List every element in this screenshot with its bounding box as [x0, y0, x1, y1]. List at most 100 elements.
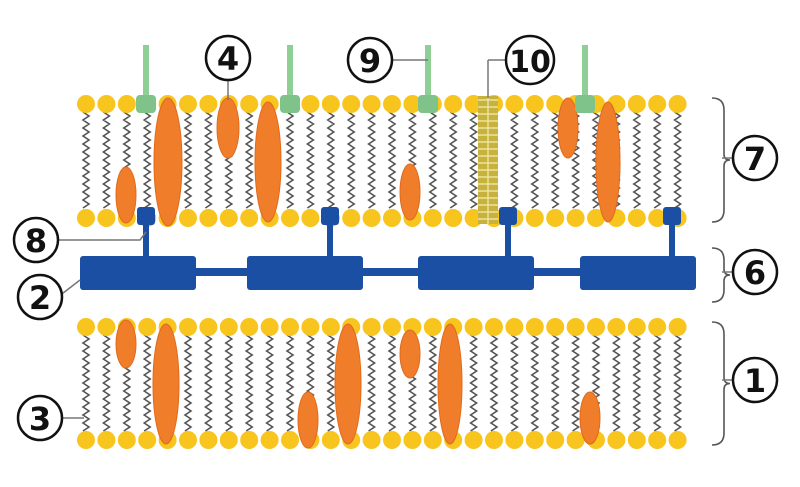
middle-wall-structure: [80, 207, 696, 290]
lipid-tail: [367, 334, 377, 432]
lipid-head: [423, 431, 442, 449]
lipid-head: [525, 431, 544, 449]
brace: [711, 97, 731, 223]
channel-protein: [478, 96, 498, 224]
lipid-tail: [305, 111, 315, 209]
lipid-tail: [346, 111, 356, 209]
lipid-head: [587, 318, 605, 336]
glycolipid-stalk: [425, 45, 431, 103]
lipid-head: [97, 95, 116, 113]
membrane-protein: [152, 323, 180, 445]
wall-block: [247, 256, 363, 290]
lipid-head: [240, 95, 259, 113]
lipid-head: [260, 318, 279, 336]
wall-anchor: [137, 207, 155, 225]
lipid-tail: [142, 334, 152, 432]
membrane-protein: [334, 323, 362, 445]
membrane-protein: [399, 163, 421, 221]
lipid-tail: [673, 334, 683, 432]
membrane-protein: [595, 101, 621, 223]
lipid-tail: [203, 334, 213, 432]
lipid-head: [566, 209, 585, 227]
glycolipid-stalk: [143, 45, 149, 103]
lipid-tail: [591, 111, 601, 209]
lipid-tail: [265, 334, 275, 432]
lipid-head: [219, 209, 238, 227]
wall-anchor: [321, 207, 339, 225]
lipid-head: [668, 431, 687, 449]
lipid-tail: [244, 111, 254, 209]
lipid-tail: [550, 334, 560, 432]
label-6: 6: [722, 248, 779, 296]
membrane-protein: [399, 329, 421, 379]
label-4: 4: [204, 34, 252, 100]
upper-bilayer-tails: [81, 111, 683, 209]
glycolipid-stalk: [287, 45, 293, 103]
lipid-head: [627, 431, 646, 449]
lipid-head: [546, 318, 565, 336]
lipid-tail: [652, 334, 662, 432]
label-10-text: 10: [509, 45, 551, 80]
lipid-tail: [203, 111, 213, 209]
lipid-tail: [101, 334, 111, 432]
lipid-tail: [224, 334, 234, 432]
label-2-text: 2: [29, 279, 51, 317]
lipid-head: [117, 431, 136, 449]
label-2: 2: [16, 273, 81, 321]
lipid-tail: [142, 111, 152, 209]
lipid-head: [362, 318, 381, 336]
label-1: 1: [722, 356, 779, 404]
lipid-head: [321, 95, 340, 113]
lipid-tail: [101, 111, 111, 209]
wall-stalk: [505, 218, 511, 260]
lipid-head: [383, 431, 401, 449]
wall-stalk: [669, 218, 675, 260]
lipid-head: [199, 318, 218, 336]
lipid-head: [362, 95, 381, 113]
wall-stalk: [143, 218, 149, 260]
lipid-tail: [489, 334, 499, 432]
lipid-head: [648, 95, 667, 113]
lipid-head: [403, 95, 422, 113]
label-3: 3: [16, 394, 84, 442]
lipid-head: [668, 95, 687, 113]
lipid-tail: [285, 334, 295, 432]
lipid-head: [301, 95, 320, 113]
lipid-head: [627, 318, 646, 336]
lipid-head: [97, 431, 116, 449]
lipid-tail: [285, 111, 295, 209]
brace: [711, 321, 731, 446]
label-3-text: 3: [29, 400, 51, 438]
lipid-head: [525, 209, 544, 227]
membrane-protein: [297, 391, 319, 449]
wall-block: [80, 256, 196, 290]
lipid-head: [607, 318, 626, 336]
number-labels: 1 2 3 4 6 7 8: [12, 34, 779, 442]
label-6-text: 6: [744, 254, 766, 292]
lipid-head: [505, 318, 524, 336]
lipid-head: [587, 209, 605, 227]
lipid-head: [464, 431, 483, 449]
lipid-tail: [509, 111, 519, 209]
lipid-head: [199, 209, 218, 227]
lipid-head: [383, 209, 401, 227]
lipid-head: [179, 318, 197, 336]
channel-protein-10: [478, 96, 498, 224]
membrane-protein: [115, 319, 137, 369]
lower-bilayer-tails: [81, 334, 683, 432]
lipid-head: [77, 95, 95, 113]
glycolipid-stalks: [136, 45, 595, 113]
membrane-protein: [579, 391, 601, 445]
lipid-head: [505, 431, 524, 449]
label-7-text: 7: [744, 140, 766, 178]
lipid-head: [77, 431, 95, 449]
lipid-head: [505, 95, 524, 113]
lipid-head: [240, 318, 259, 336]
lipid-tail: [183, 334, 193, 432]
lipid-tail: [632, 111, 642, 209]
label-10: 10: [487, 34, 556, 98]
lipid-tail: [81, 111, 91, 209]
lipid-head: [97, 209, 116, 227]
label-8: 8: [12, 216, 147, 264]
